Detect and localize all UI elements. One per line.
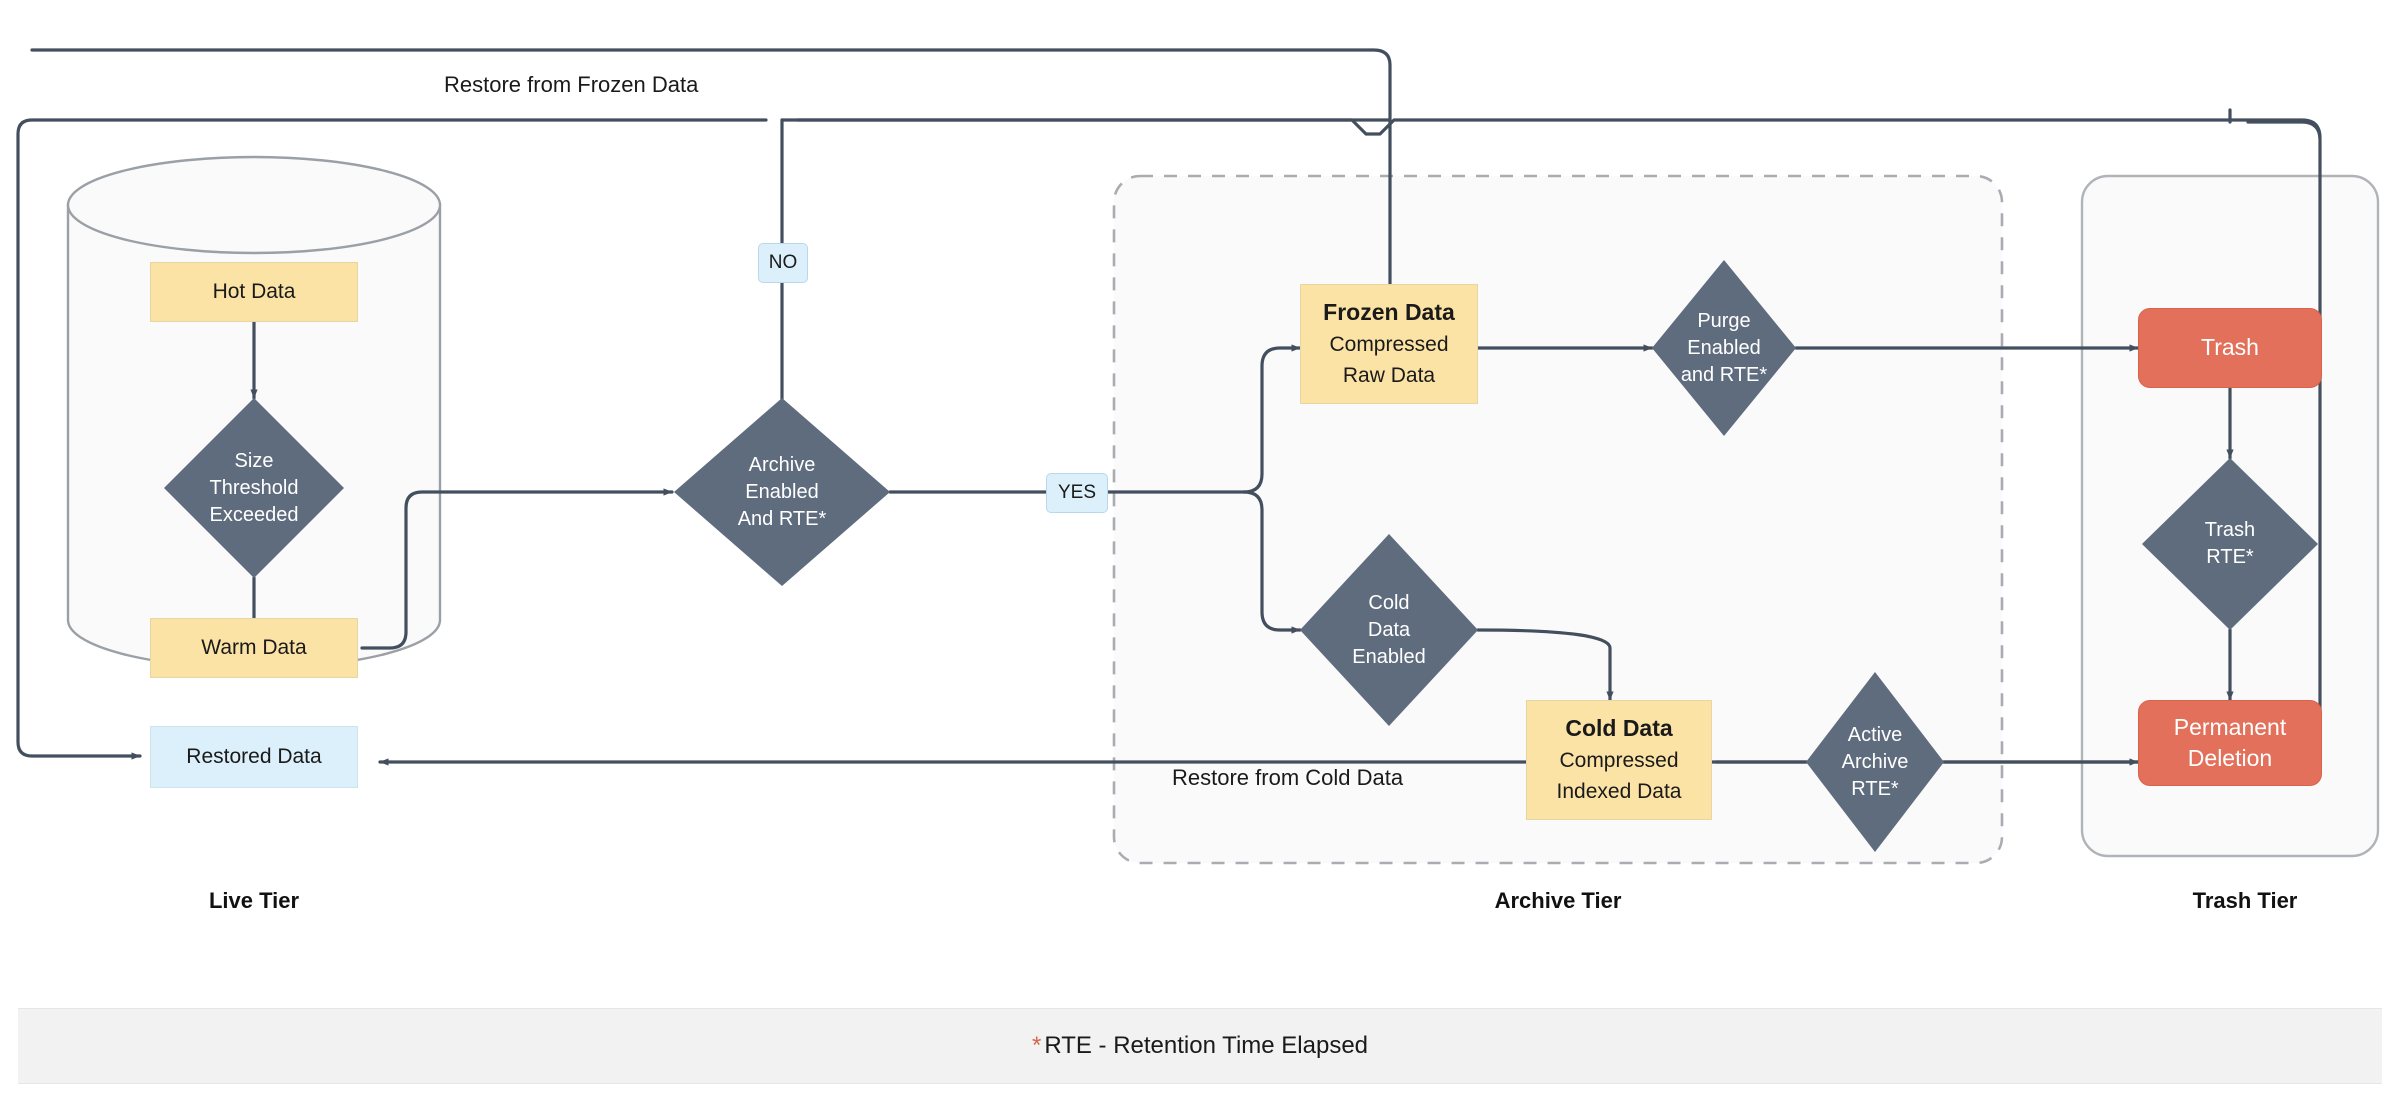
edge-label-yes-text: YES xyxy=(1057,482,1097,503)
edge-frozen-riser xyxy=(30,48,1392,316)
decision-purge-enabled xyxy=(1652,260,1796,436)
edge-label-no-text: NO xyxy=(768,252,798,273)
node-cold-data-sub2: Indexed Data xyxy=(1556,780,1682,804)
edge-label-no: NO xyxy=(758,243,808,283)
node-restored-data-label: Restored Data xyxy=(186,744,322,768)
edge-warm-to-archive xyxy=(360,488,674,650)
edge-restore-frozen-hop xyxy=(780,118,2322,140)
edge-yes-to-frozen xyxy=(1242,344,1302,494)
edge-label-restore-cold: Restore from Cold Data xyxy=(1172,765,1403,791)
node-frozen-data-title: Frozen Data xyxy=(1323,299,1455,326)
edge-coldenabled-to-cold xyxy=(1476,628,1614,702)
footnote: *RTE - Retention Time Elapsed xyxy=(1032,1032,1368,1060)
decision-cold-data-enabled xyxy=(1300,534,1478,726)
node-cold-data-sub1: Compressed xyxy=(1559,749,1679,773)
node-permanent-deletion-line2: Deletion xyxy=(2187,745,2273,771)
node-warm-data[interactable]: Warm Data xyxy=(150,618,358,678)
node-frozen-data-sub1: Compressed xyxy=(1329,333,1449,357)
node-warm-data-label: Warm Data xyxy=(201,635,307,659)
node-permanent-deletion-line1: Permanent xyxy=(2173,713,2287,740)
tier-label-archive-text: Archive Tier xyxy=(1494,888,1622,913)
decision-size-threshold xyxy=(164,398,344,578)
tier-label-trash-text: Trash Tier xyxy=(2192,888,2298,913)
edge-yes-to-cold-enabled xyxy=(1242,490,1302,634)
edge-label-restore-frozen-text: Restore from Frozen Data xyxy=(444,72,699,97)
node-trash[interactable]: Trash xyxy=(2138,308,2322,388)
node-hot-data-label: Hot Data xyxy=(212,279,296,303)
footnote-text: RTE - Retention Time Elapsed xyxy=(1044,1032,1369,1059)
tier-label-live: Live Tier xyxy=(150,888,358,914)
node-trash-label: Trash xyxy=(2201,334,2259,361)
node-cold-data[interactable]: Cold Data Compressed Indexed Data xyxy=(1526,700,1712,820)
edge-label-yes: YES xyxy=(1046,473,1108,513)
edge-label-restore-frozen: Restore from Frozen Data xyxy=(444,72,698,98)
node-frozen-data[interactable]: Frozen Data Compressed Raw Data xyxy=(1300,284,1478,404)
decision-active-archive xyxy=(1806,672,1944,852)
node-frozen-data-sub2: Raw Data xyxy=(1342,364,1436,388)
node-hot-data[interactable]: Hot Data xyxy=(150,262,358,322)
tier-label-trash: Trash Tier xyxy=(2141,888,2349,914)
node-permanent-deletion[interactable]: Permanent Deletion xyxy=(2138,700,2322,786)
tier-label-archive: Archive Tier xyxy=(1454,888,1662,914)
footnote-bar: *RTE - Retention Time Elapsed xyxy=(18,1008,2382,1084)
tier-label-live-text: Live Tier xyxy=(208,888,300,913)
node-cold-data-title: Cold Data xyxy=(1565,715,1673,742)
edge-label-restore-cold-text: Restore from Cold Data xyxy=(1172,765,1404,790)
decision-trash-rte xyxy=(2142,458,2318,630)
node-restored-data[interactable]: Restored Data xyxy=(150,726,358,788)
footnote-asterisk: * xyxy=(1031,1032,1042,1059)
decision-archive-enabled xyxy=(674,398,890,586)
